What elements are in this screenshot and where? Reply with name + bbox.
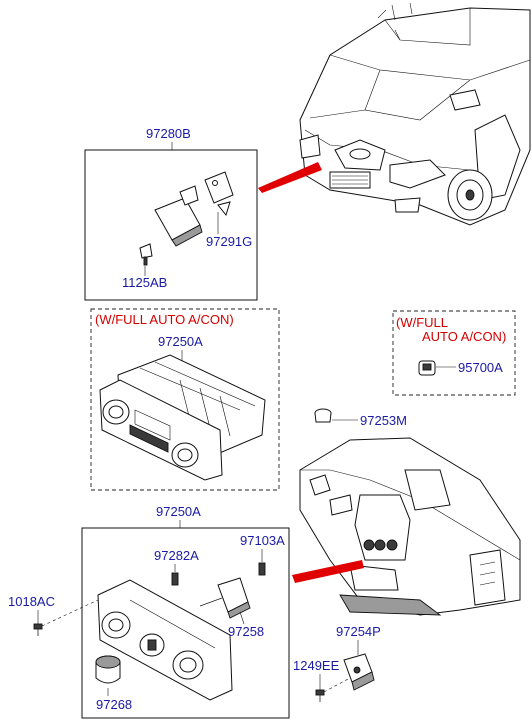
- bolt-1018AC: [33, 623, 43, 636]
- label-97103A: 97103A: [240, 533, 285, 548]
- box-auto-acon-right: [392, 310, 516, 396]
- screw-97103A: [258, 562, 266, 576]
- label-97250A-top: 97250A: [158, 334, 203, 349]
- bolt-1249EE: [315, 689, 325, 702]
- bracket-97254P: [343, 653, 375, 691]
- label-97280B: 97280B: [146, 126, 191, 141]
- label-97258: 97258: [228, 624, 264, 639]
- label-97291G: 97291G: [206, 234, 252, 249]
- screw-97282A: [171, 572, 179, 586]
- label-97250A-bottom: 97250A: [156, 504, 201, 519]
- manual-climate-control-unit: [97, 579, 233, 701]
- pointer-arrow-dashboard: [292, 560, 364, 583]
- label-1125AB: 1125AB: [122, 275, 167, 290]
- note-auto-acon-right-1: (W/FULL: [396, 315, 448, 330]
- label-97282A: 97282A: [154, 548, 199, 563]
- box-auto-acon-left: [90, 308, 280, 491]
- pointer-arrow-car: [258, 162, 322, 193]
- sensor-95700A: [418, 360, 436, 376]
- note-auto-acon-right-2: AUTO A/CON): [422, 329, 506, 344]
- label-97253M: 97253M: [360, 413, 407, 428]
- label-97254P: 97254P: [336, 624, 381, 639]
- label-97268: 97268: [96, 697, 132, 712]
- sensor-assembly: [139, 171, 234, 266]
- label-1018AC: 1018AC: [8, 594, 55, 609]
- knob-97268: [95, 655, 121, 684]
- blower-switch-97258: [199, 577, 251, 619]
- car-front-illustration: [299, 2, 531, 226]
- dashboard-illustration: [299, 437, 521, 616]
- note-auto-acon-left: (W/FULL AUTO A/CON): [95, 312, 234, 327]
- label-1249EE: 1249EE: [293, 658, 340, 673]
- cap-97253M: [314, 408, 332, 423]
- label-95700A: 95700A: [458, 360, 503, 375]
- auto-climate-control-unit: [99, 354, 266, 481]
